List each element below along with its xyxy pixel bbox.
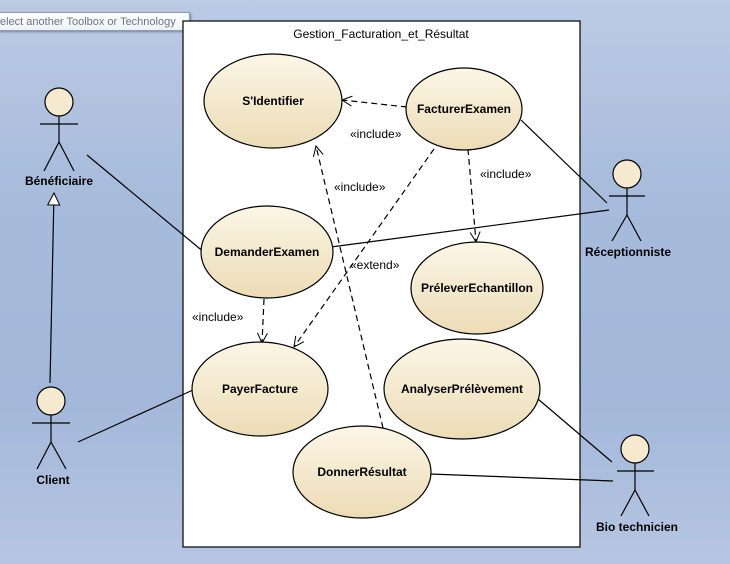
extend-donner-sidentifier[interactable]	[316, 146, 384, 429]
assoc-client-payer[interactable]	[77, 389, 194, 443]
include-facturer-payer[interactable]	[294, 148, 435, 347]
assoc-biotech-analyser[interactable]	[537, 398, 613, 463]
usecase-sidentifier-label: S'Identifier	[242, 94, 304, 108]
label-include-demander-payer: «include»	[192, 310, 244, 324]
usecase-payer-label: PayerFacture	[222, 382, 298, 396]
actor-beneficiaire[interactable]: Bénéficiaire	[25, 87, 93, 188]
usecase-sidentifier[interactable]: S'Identifier	[203, 53, 343, 149]
usecase-prelever[interactable]: PréleverEchantillon	[410, 241, 544, 335]
label-include-facturer-prelever: «include»	[480, 167, 532, 181]
actor-beneficiaire-label: Bénéficiaire	[25, 174, 93, 188]
actor-receptionniste[interactable]: Réceptionniste	[585, 159, 671, 259]
include-facturer-prelever[interactable]	[467, 148, 476, 242]
label-include-facturer-payer: «include»	[334, 180, 386, 194]
assoc-beneficiaire-demander[interactable]	[86, 154, 206, 254]
generalization-client-beneficiaire[interactable]	[50, 193, 54, 384]
usecase-payer[interactable]: PayerFacture	[191, 341, 329, 437]
usecase-donner-label: DonnerRésultat	[317, 465, 406, 479]
actor-client-label: Client	[36, 473, 69, 487]
label-include-facturer-sidentifier: «include»	[350, 127, 402, 141]
assoc-biotech-donner[interactable]	[429, 473, 614, 482]
actor-client[interactable]: Client	[32, 386, 70, 487]
usecase-demander[interactable]: DemanderExamen	[200, 205, 334, 299]
usecase-analyser-label: AnalyserPrélèvement	[401, 382, 523, 396]
actor-beneficiaire-head	[44, 87, 74, 117]
label-extend-donner-sidentifier: «extend»	[350, 258, 400, 272]
usecase-donner[interactable]: DonnerRésultat	[292, 425, 432, 519]
include-demander-payer[interactable]	[262, 298, 264, 343]
actor-biotech-head	[620, 434, 650, 464]
actor-receptionniste-label: Réceptionniste	[585, 245, 671, 259]
include-facturer-sidentifier[interactable]	[342, 100, 408, 108]
actor-biotech[interactable]: Bio technicien	[596, 434, 678, 534]
actor-client-head	[36, 386, 66, 416]
assoc-receptionniste-demander[interactable]	[330, 209, 610, 248]
toolbox-hint[interactable]: elect another Toolbox or Technology	[0, 12, 190, 31]
assoc-receptionniste-facturer[interactable]	[520, 119, 608, 204]
usecase-facturer-label: FacturerExamen	[417, 102, 511, 116]
usecase-analyser[interactable]: AnalyserPrélèvement	[383, 338, 541, 440]
actor-biotech-label: Bio technicien	[596, 520, 678, 534]
system-title: Gestion_Facturation_et_Résultat	[293, 27, 469, 41]
usecase-demander-label: DemanderExamen	[215, 245, 320, 259]
usecase-prelever-label: PréleverEchantillon	[421, 281, 533, 295]
usecase-facturer[interactable]: FacturerExamen	[405, 67, 523, 151]
actor-receptionniste-head	[612, 159, 642, 189]
